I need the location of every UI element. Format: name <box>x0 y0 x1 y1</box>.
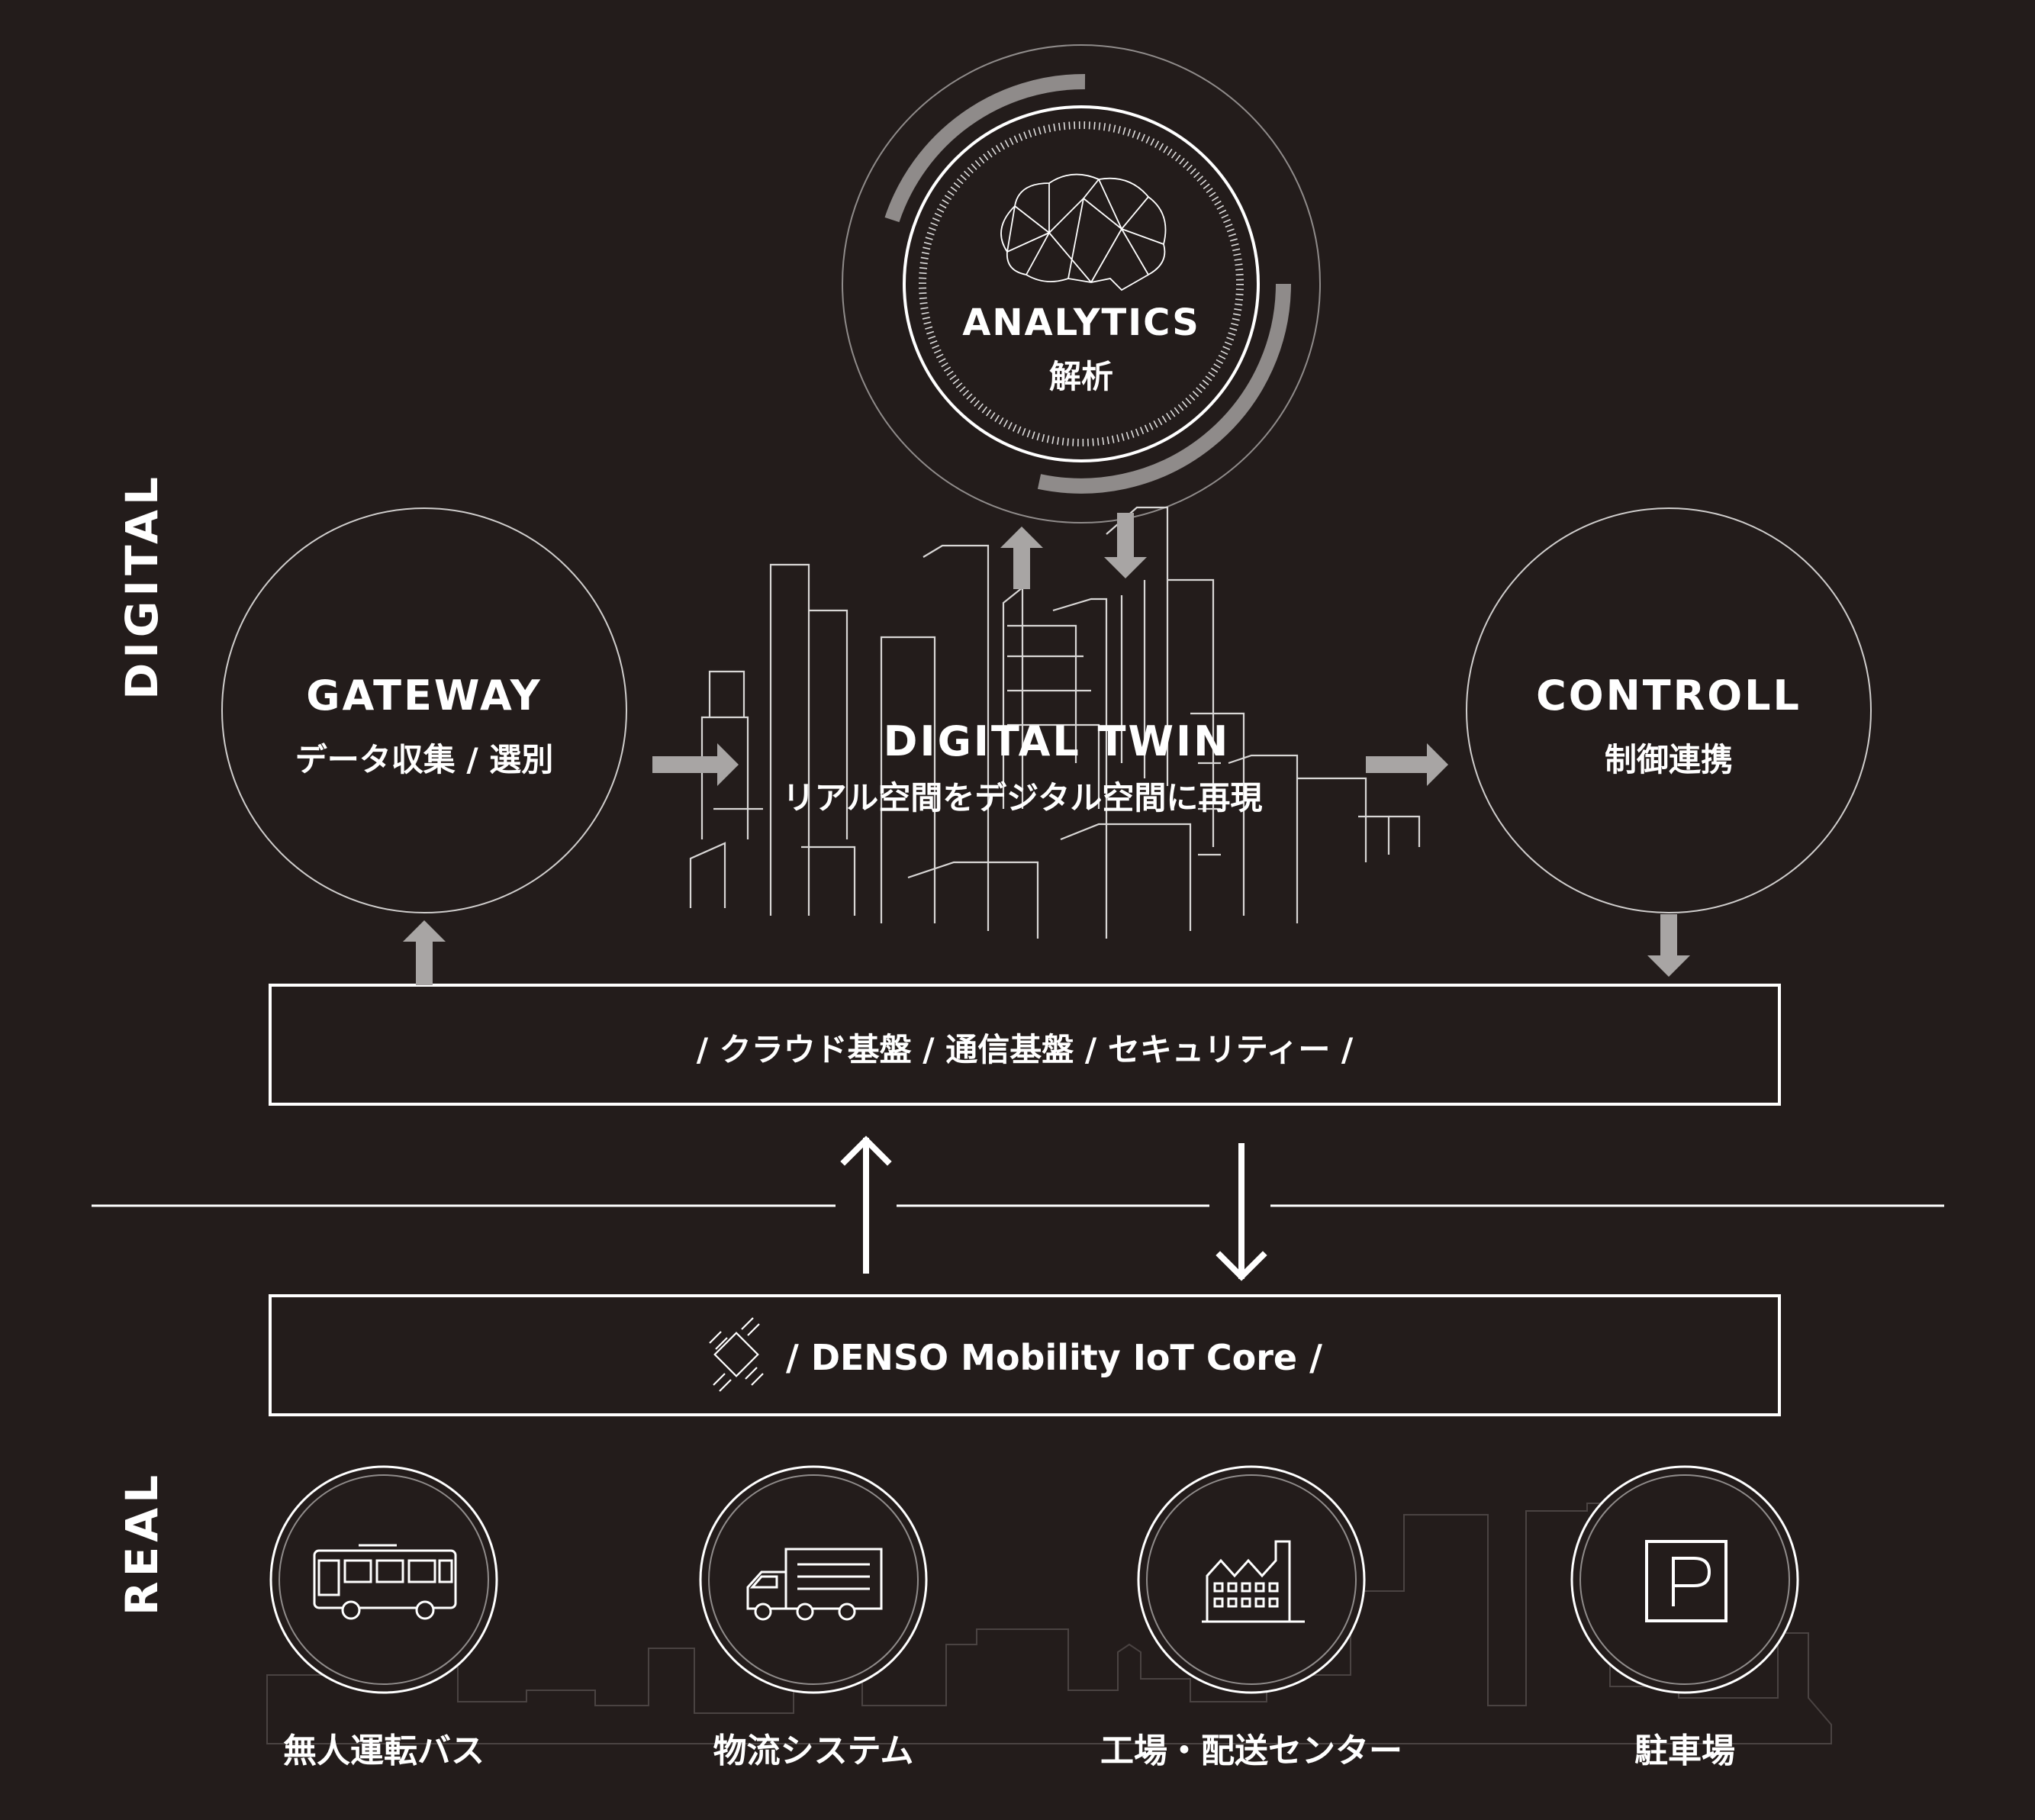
real-item-bus <box>269 1465 498 1694</box>
factory-icon <box>1202 1540 1305 1623</box>
arrow-platform-to-gateway <box>403 920 446 985</box>
truck-icon <box>746 1548 883 1621</box>
analytics-title: ANALYTICS <box>962 301 1200 344</box>
control-node <box>1466 507 1872 913</box>
arrow-control-to-platform <box>1647 914 1690 977</box>
arrow-down-from-analytics <box>1104 513 1147 578</box>
control-title: CONTROLL <box>1536 672 1802 720</box>
city-skyline-illustration <box>689 506 1421 939</box>
real-item-label: 工場・配送センター <box>1100 1731 1402 1770</box>
real-item-label: 無人運転バス <box>283 1731 485 1770</box>
real-skyline-illustration <box>266 1503 1832 1744</box>
platform-bar-label: / クラウド基盤 / 通信基盤 / セキュリティー / <box>696 1031 1354 1068</box>
layer-label-digital: DIGITAL <box>116 472 168 700</box>
real-item-label: 駐車場 <box>1634 1731 1735 1770</box>
real-item-logistics <box>699 1465 928 1694</box>
analytics-to-twin-arrows <box>1000 513 1147 589</box>
arrow-up-to-analytics <box>1000 527 1043 589</box>
analytics-node <box>842 44 1321 523</box>
real-item-factory <box>1137 1465 1366 1694</box>
gateway-title: GATEWAY <box>306 672 543 720</box>
gateway-node <box>221 507 627 913</box>
brain-icon <box>1000 173 1167 292</box>
gateway-subtitle: データ収集 / 選別 <box>295 741 554 778</box>
digital-twin-subtitle: リアル空間をデジタル空間に再現 <box>782 779 1263 817</box>
layer-label-real: REAL <box>116 1470 168 1616</box>
chip-icon <box>709 1317 764 1392</box>
analytics-subtitle: 解析 <box>1048 358 1113 395</box>
real-digital-arrows <box>840 1135 1267 1281</box>
arrow-twin-to-control <box>1366 743 1448 786</box>
arrow-gateway-to-twin <box>652 743 739 786</box>
digital-twin-title: DIGITAL TWIN <box>883 717 1231 765</box>
platform-bar <box>269 984 1781 1106</box>
real-item-parking <box>1570 1465 1799 1694</box>
iot-core-bar <box>269 1294 1781 1416</box>
real-item-label: 物流システム <box>713 1731 914 1770</box>
bus-icon <box>313 1544 457 1620</box>
control-subtitle: 制御連携 <box>1604 741 1733 778</box>
parking-icon <box>1645 1540 1727 1622</box>
iot-bar-label: / DENSO Mobility IoT Core / <box>786 1337 1322 1378</box>
